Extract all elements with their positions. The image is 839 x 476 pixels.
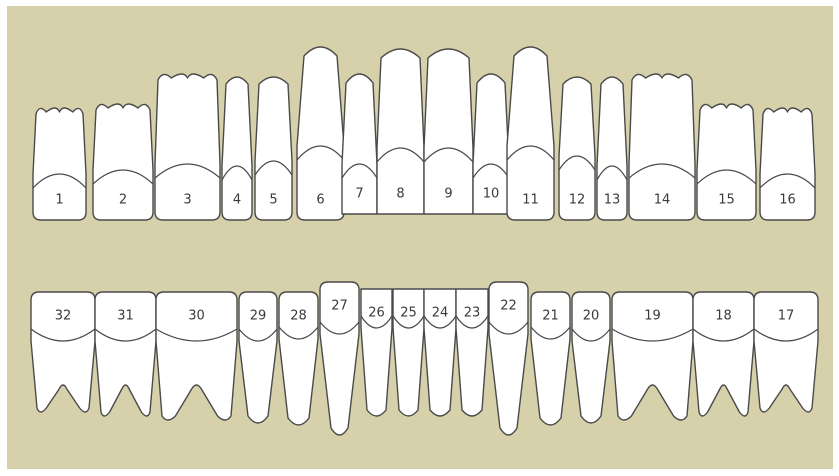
tooth-number-label: 4	[233, 193, 241, 208]
tooth-number-label: 9	[444, 187, 452, 202]
tooth-number-label: 30	[188, 309, 205, 324]
tooth-number-label: 10	[483, 187, 500, 202]
tooth-number-label: 2	[119, 193, 127, 208]
tooth-4[interactable]: 4	[222, 77, 252, 220]
tooth-number-label: 21	[542, 309, 559, 324]
tooth-number-label: 19	[644, 309, 661, 324]
tooth-number-label: 20	[583, 309, 600, 324]
tooth-number-label: 23	[464, 306, 481, 321]
tooth-number-label: 7	[355, 187, 363, 202]
tooth-24[interactable]: 24	[424, 289, 456, 416]
tooth-5[interactable]: 5	[255, 77, 292, 220]
tooth-23[interactable]: 23	[456, 289, 488, 416]
tooth-number-label: 8	[396, 187, 404, 202]
tooth-1[interactable]: 1	[33, 108, 86, 220]
tooth-number-label: 1	[55, 193, 63, 208]
tooth-number-label: 13	[604, 193, 621, 208]
tooth-number-label: 31	[117, 309, 134, 324]
tooth-8[interactable]: 8	[377, 49, 424, 214]
tooth-12[interactable]: 12	[559, 77, 595, 220]
tooth-6[interactable]: 6	[297, 47, 344, 220]
tooth-number-label: 11	[522, 193, 539, 208]
tooth-number-label: 32	[55, 309, 72, 324]
tooth-15[interactable]: 15	[697, 104, 756, 220]
tooth-9[interactable]: 9	[424, 49, 473, 214]
tooth-number-label: 5	[269, 193, 277, 208]
tooth-number-label: 12	[569, 193, 586, 208]
tooth-number-label: 16	[779, 193, 796, 208]
tooth-number-label: 29	[250, 309, 267, 324]
tooth-13[interactable]: 13	[597, 77, 627, 220]
tooth-25[interactable]: 25	[393, 289, 424, 416]
tooth-3[interactable]: 3	[155, 74, 220, 220]
tooth-number-label: 14	[654, 193, 671, 208]
tooth-14[interactable]: 14	[629, 74, 695, 220]
tooth-16[interactable]: 16	[760, 108, 815, 220]
tooth-10[interactable]: 10	[473, 74, 509, 214]
tooth-number-label: 25	[400, 306, 417, 321]
tooth-7[interactable]: 7	[342, 74, 377, 214]
tooth-26[interactable]: 26	[361, 289, 392, 416]
tooth-number-label: 26	[368, 306, 385, 321]
tooth-2[interactable]: 2	[93, 104, 153, 220]
tooth-11[interactable]: 11	[507, 47, 554, 220]
tooth-number-label: 15	[718, 193, 735, 208]
tooth-number-label: 22	[500, 299, 517, 314]
tooth-number-label: 3	[183, 193, 191, 208]
tooth-number-label: 24	[432, 306, 449, 321]
tooth-number-label: 6	[316, 193, 324, 208]
tooth-number-label: 17	[778, 309, 795, 324]
tooth-number-label: 18	[715, 309, 732, 324]
tooth-number-label: 27	[331, 299, 348, 314]
tooth-number-label: 28	[290, 309, 307, 324]
